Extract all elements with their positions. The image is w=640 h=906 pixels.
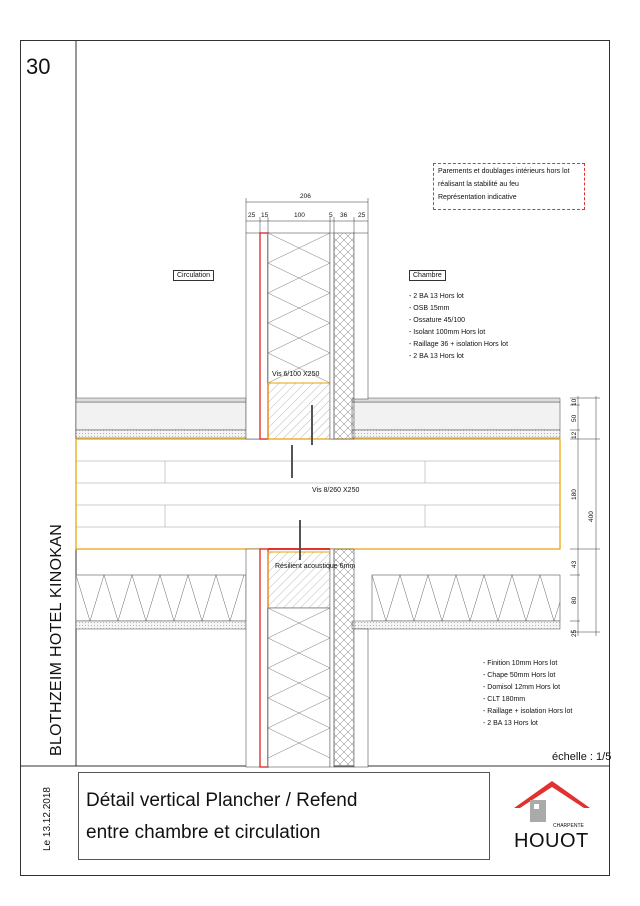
scale-label: échelle : 1/5 [552, 751, 612, 763]
drawing-date: Le 13.12.2018 [42, 787, 53, 851]
dim-right-part: 50 [571, 414, 578, 422]
dim-right-total: 400 [588, 511, 595, 522]
logo-text: HOUOT [514, 830, 589, 852]
dim-right-part: 10 [571, 398, 578, 406]
dim-right-part: 80 [571, 596, 578, 604]
wall-layer: - 2 BA 13 Hors lot [409, 293, 464, 300]
ceiling-left [75, 574, 247, 630]
floor-layer: - Raillage + isolation Hors lot [483, 708, 573, 715]
wall-layer: - Raillage 36 + isolation Hors lot [409, 341, 509, 348]
logo-small-text: CHARPENTE [553, 823, 584, 829]
upper-screed-left [75, 397, 247, 439]
floor-layer: - Finition 10mm Hors lot [483, 660, 558, 667]
warning-box [433, 163, 585, 210]
wall-layer: - Ossature 45/100 [409, 317, 466, 324]
screw-annotation-top: Vis 6/100 X250 [272, 371, 320, 378]
room-label-circulation: Circulation [173, 270, 215, 281]
resilient-annotation: Résilient acoustique 6mm [275, 563, 356, 570]
dim-right-part: 180 [571, 489, 578, 500]
warning-line: Parements et doublages intérieurs hors l… [438, 168, 570, 175]
screws [291, 405, 313, 560]
dim-top-part: 100 [294, 212, 305, 219]
floor-layer: - CLT 180mm [483, 696, 526, 703]
right-dimension [570, 396, 600, 636]
dim-top-part: 25 [358, 212, 366, 219]
floor-layer: - 2 BA 13 Hors lot [483, 720, 538, 727]
dim-right-part: 12 [571, 431, 578, 439]
floor-layer: - Chape 50mm Hors lot [483, 672, 556, 679]
floor-layer: - Domisol 12mm Hors lot [483, 684, 561, 691]
dim-top-total: 206 [300, 193, 311, 200]
title-line-2: entre chambre et circulation [86, 822, 321, 843]
wall-layer: - 2 BA 13 Hors lot [409, 353, 464, 360]
sheet-number: 30 [26, 54, 51, 79]
warning-line: Représentation indicative [438, 194, 517, 201]
houot-logo-icon [514, 781, 590, 822]
drawing-frame [20, 40, 610, 876]
upper-wall [245, 232, 369, 440]
dim-top-part: 5 [329, 212, 333, 219]
title-box [78, 772, 490, 860]
wall-layer: - Isolant 100mm Hors lot [409, 329, 486, 336]
lower-wall [245, 548, 369, 768]
dim-right-part: 25 [571, 629, 578, 637]
dim-top-part: 15 [261, 212, 269, 219]
wall-layer: - OSB 15mm [409, 305, 450, 312]
clt-slab [75, 438, 561, 550]
warning-line: réalisant la stabilité au feu [438, 181, 519, 188]
project-title: BLOTHZEIM HOTEL KINOKAN [48, 523, 65, 756]
dim-top-part: 36 [340, 212, 348, 219]
top-dimension [245, 198, 369, 233]
title-line-1: Détail vertical Plancher / Refend [86, 790, 358, 811]
screw-annotation-main: Vis 8/260 X250 [312, 487, 360, 494]
dim-top-part: 25 [248, 212, 256, 219]
upper-screed-right [351, 397, 561, 439]
ceiling-right [351, 574, 561, 630]
dim-right-part: 43 [571, 560, 578, 568]
room-label-chambre: Chambre [409, 270, 446, 281]
